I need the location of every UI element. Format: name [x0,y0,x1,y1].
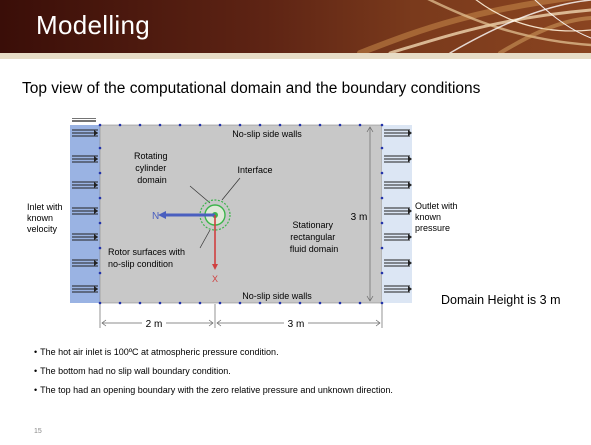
flow-arrow-icon [72,129,410,293]
rotor-label-line: Rotor surfaces with [108,247,185,257]
bullet-list: The hot air inlet is 100ºC at atmospheri… [34,347,393,404]
rotating-domain-label: Rotating cylinder domain [134,151,170,185]
inlet-label: Inlet with known velocity [27,202,65,234]
stationary-label-line: fluid domain [290,244,339,254]
height-dim-label: 3 m [351,212,368,223]
title-underline [0,53,591,59]
domain-height-note: Domain Height is 3 m [441,293,561,307]
list-item: The top had an opening boundary with the… [34,385,393,395]
outlet-label: Outlet with known pressure [415,201,460,233]
rotating-label-line: domain [137,175,167,185]
inlet-label-line: velocity [27,224,58,234]
rotating-label-line: cylinder [135,163,166,173]
axis-x-label: X [212,274,218,284]
inlet-label-line: Inlet with [27,202,63,212]
interface-label: Interface [237,165,272,175]
axis-n-label: N [152,211,159,222]
decorative-swirl [357,0,591,53]
stationary-domain-label: Stationary rectangular fluid domain [290,220,339,254]
stationary-domain [99,124,383,304]
stationary-label-line: Stationary [292,220,333,230]
page-number: 15 [34,428,42,435]
interface-leader [221,177,241,201]
slide-subtitle: Top view of the computational domain and… [22,80,481,97]
outlet-label-line: pressure [415,223,450,233]
domain-diagram: 3 m No-slip side walls No-slip side wall… [70,118,412,330]
rotor-label-line: no-slip condition [108,259,173,269]
mesh-points [98,123,384,305]
axis-triad-icon [158,211,218,270]
stationary-label-line: rectangular [290,232,335,242]
rotating-label-line: Rotating [134,151,168,161]
slide-title: Modelling [36,10,150,40]
outlet-label-line: Outlet with [415,201,458,211]
height-dimension [366,126,374,302]
outlet-label-line: known [415,212,441,222]
left-length-label: 2 m [146,319,163,330]
bottom-wall-label: No-slip side walls [242,291,312,301]
rotor-leader [199,229,211,249]
rotor-label: Rotor surfaces with no-slip condition [108,247,188,269]
top-wall-label: No-slip side walls [232,129,302,139]
inlet-flow-arrows [72,118,96,122]
inlet-label-line: known [27,213,53,223]
right-length-label: 3 m [288,319,305,330]
list-item: The hot air inlet is 100ºC at atmospheri… [34,347,393,357]
list-item: The bottom had no slip wall boundary con… [34,366,393,376]
rotating-leader [189,185,211,204]
title-banner: Modelling [0,0,591,53]
